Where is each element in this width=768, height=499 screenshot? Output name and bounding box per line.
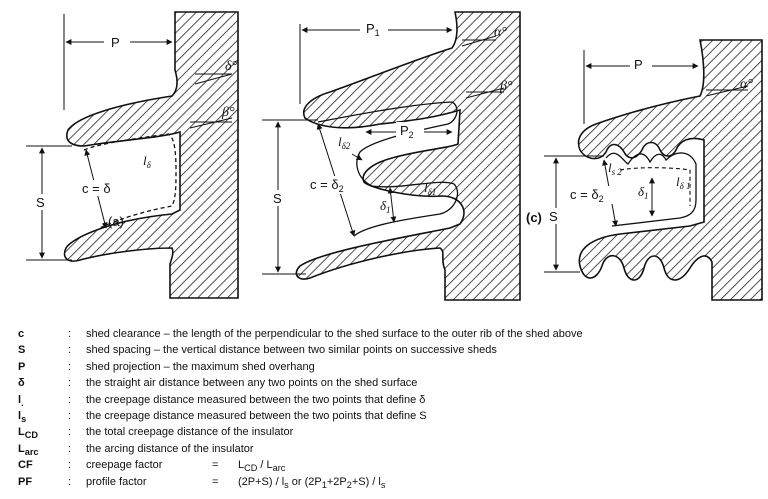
panel-a-panel-label: (a) [108,214,124,229]
legend-description: the straight air distance between any tw… [86,377,418,390]
legend-row: Larc : the arcing distance of the insula… [18,441,758,457]
panel-c-s-label: S [549,209,558,224]
panel-a-c-label: c = δ [82,181,111,196]
panel-a: P δ° β° S c = δ lδ (a) [26,11,239,299]
panel-c-c-label: c = δ2 [570,187,604,204]
formula-row-cf: CF : creepage factor=LCD / Larc [18,459,286,474]
legend-description: the creepage distance measured between t… [86,409,427,422]
symbol-legend: c : shed clearance – the length of the p… [18,326,758,490]
panel-b-delta1-label: δ1 [380,198,391,215]
panel-b-p2-label: P2 [400,123,414,140]
legend-row: P : shed projection – the maximum shed o… [18,359,758,375]
panel-b-creepage-path [317,101,459,237]
legend-row: δ : the straight air distance between an… [18,375,758,391]
panel-a-beta-angle: β° [221,105,235,120]
legend-symbol: δ [18,377,25,390]
panel-c-panel-label: (c) [526,210,542,225]
panel-a-l-label: lδ [143,153,152,170]
panel-b-alpha-angle: α° [494,25,507,40]
legend-symbol: c [18,328,25,340]
legend-symbol: LCD [18,426,38,441]
legend-description: shed clearance – the length of the perpe… [86,328,583,340]
panel-a-creepage-path [83,133,177,229]
legend-description: shed projection – the maximum shed overh… [86,360,315,373]
panel-c-insulator-body [577,39,763,301]
legend-row: ls : the creepage distance measured betw… [18,408,758,424]
panel-a-p-label: P [111,35,120,50]
panel-b-insulator-body [295,11,521,301]
legend-symbol: ls [18,409,27,425]
formula-expression: LCD / Larc [238,459,286,474]
panel-c-ls-label: ls 2 [608,160,622,177]
legend-row: LCD : the total creepage distance of the… [18,424,758,440]
legend-symbol: Larc [18,442,39,457]
formula-symbol: PF [18,475,33,488]
legend-row: S : shed spacing – the vertical distance… [18,342,758,358]
legend-description: the arcing distance of the insulator [86,442,254,455]
legend-row: c : shed clearance – the length of the p… [18,326,758,342]
panel-b-p1-label: P1 [366,21,380,38]
panel-c-alpha-angle: α° [740,77,753,92]
legend-description: the creepage distance measured between t… [86,393,426,406]
panel-b-s-label: S [273,191,282,206]
panel-c-creepage-path [605,152,697,227]
panel-a-insulator-body [63,11,239,299]
legend-description: the total creepage distance of the insul… [86,426,294,439]
panel-b-c-label: c = δ2 [310,177,344,194]
panel-c-delta1-label: δ1 [638,184,649,201]
legend-row: l. : the creepage distance measured betw… [18,392,758,408]
panel-b-l1-label: lδ1 [424,180,436,197]
formula-row-pf: PF : profile factor=(2P+S) / ls or (2P1+… [18,475,386,490]
formula-expression: (2P+S) / ls or (2P1+2P2+S) / ls [238,475,386,490]
insulator-profile-diagram: P δ° β° S c = δ lδ (a) P1 α° [26,11,763,301]
formula-name: creepage factor [86,459,163,472]
panel-a-s-label: S [36,195,45,210]
panel-b: P1 α° β° P2 lδ2 S c = δ2 lδ1 δ1 [262,11,521,301]
formula-symbol: CF [18,459,33,472]
legend-symbol: l. [18,393,24,408]
panel-c: P α° (c) S c = δ2 ls 2 δ1 lδ 1 [526,39,763,301]
panel-c-l1-label: lδ 1 [676,174,691,191]
panel-b-l2-label: lδ2 [338,134,351,151]
panel-c-p-label: P [634,57,643,72]
formula-name: profile factor [86,475,147,488]
legend-symbol: P [18,360,26,373]
legend-symbol: S [18,344,26,357]
panel-b-beta-angle: β° [499,79,513,94]
panel-a-delta-angle: δ° [225,59,238,74]
legend-description: shed spacing – the vertical distance bet… [86,344,497,357]
